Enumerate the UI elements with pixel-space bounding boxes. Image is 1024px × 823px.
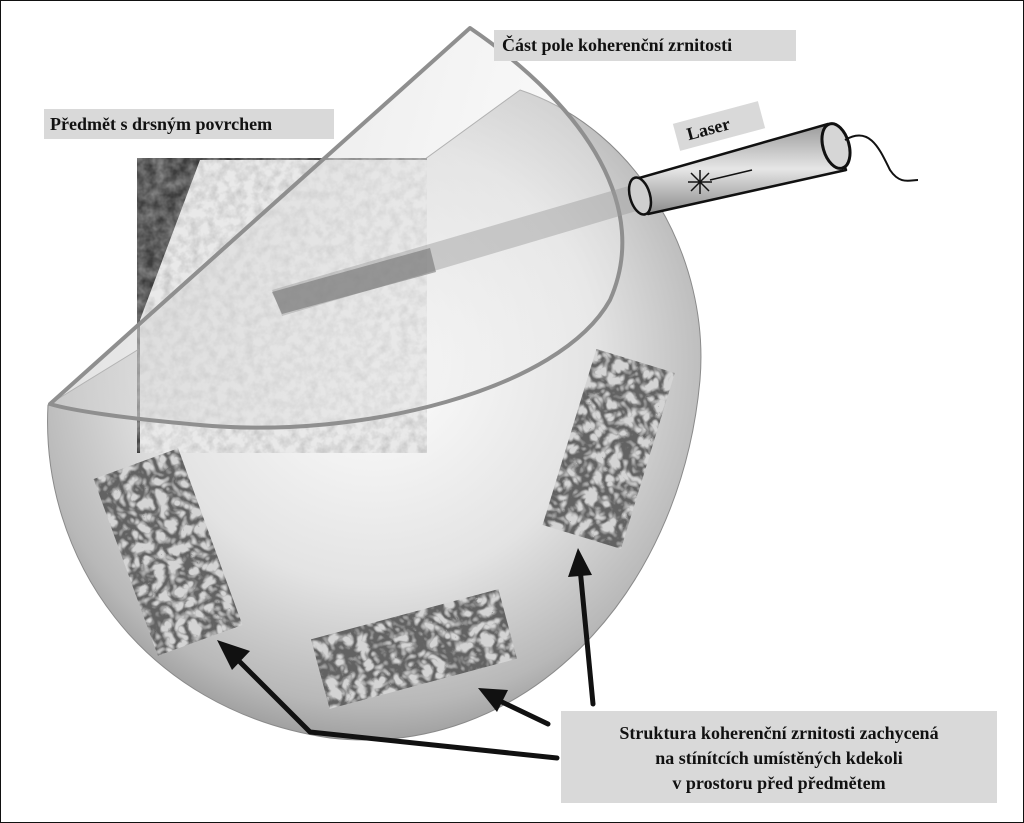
speckle-screen-left: [93, 448, 243, 656]
speckle-screen-right: [542, 348, 675, 549]
speckle-structure-line-3: v prostoru před předmětem: [672, 773, 886, 793]
speckle-field-section: [48, 26, 625, 430]
object-label: Předmět s drsným povrchem: [44, 109, 334, 139]
speckle-screen-bottom: [310, 589, 518, 709]
speckle-structure-line-2: na stínítcích umístěných kdekoli: [655, 748, 903, 768]
speckle-structure-label: Struktura koherenční zrnitosti zachycená…: [561, 711, 997, 803]
speckle-field-label: Část pole koherenční zrnitosti: [494, 30, 796, 61]
laser-tube-icon: [627, 122, 919, 216]
speckle-structure-line-1: Struktura koherenční zrnitosti zachycená: [619, 723, 939, 743]
arrow-icon: [237, 565, 596, 761]
laser-beam-core: [272, 248, 436, 314]
arrowheads: [217, 548, 592, 712]
